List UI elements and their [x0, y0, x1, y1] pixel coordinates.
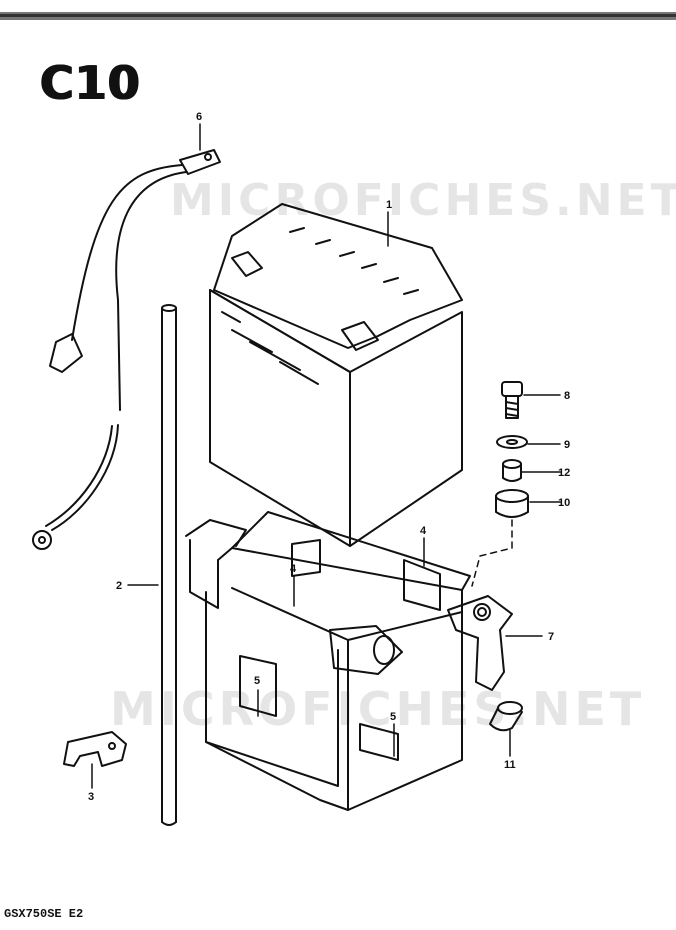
bolt-part-8 — [501, 381, 523, 419]
callout-1: 1 — [386, 199, 392, 211]
callout-5a: 5 — [254, 675, 260, 687]
callout-2: 2 — [116, 580, 122, 592]
top-border-band — [0, 12, 676, 20]
callout-9: 9 — [564, 439, 570, 451]
callout-12: 11 — [504, 759, 516, 771]
callout-7: 7 — [548, 631, 554, 643]
breather-tube-part-2 — [161, 304, 177, 826]
callout-4b: 4 — [420, 525, 427, 537]
callout-5b: 5 — [390, 711, 396, 723]
model-footer: GSX750SE E2 — [4, 907, 84, 921]
spacer-part-12 — [489, 701, 523, 732]
lead-wire-part-6 — [32, 149, 221, 550]
callout-8: 8 — [564, 390, 570, 402]
callout-6: 6 — [196, 111, 202, 123]
clamp-part-3 — [63, 731, 127, 767]
washer-part-9 — [496, 435, 528, 449]
watermark-top: MICROFICHES.NET — [170, 175, 676, 226]
callout-labels: 6 1 2 3 4 4 5 5 7 8 9 12 10 11 — [88, 111, 570, 803]
collar-part-11 — [502, 459, 522, 482]
battery-holder-frame — [185, 511, 471, 811]
callout-10: 10 — [558, 497, 570, 509]
bracket-part-7 — [447, 595, 513, 691]
leader-lines — [91, 123, 561, 789]
cushion-part-10 — [495, 489, 529, 518]
callout-11: 12 — [558, 467, 570, 479]
watermark-bottom: MICROFICHES.NET — [110, 682, 646, 736]
callout-3: 3 — [88, 791, 94, 803]
page-code: C10 — [40, 56, 141, 110]
callout-4a: 4 — [290, 563, 297, 575]
battery-part-1 — [209, 203, 463, 547]
